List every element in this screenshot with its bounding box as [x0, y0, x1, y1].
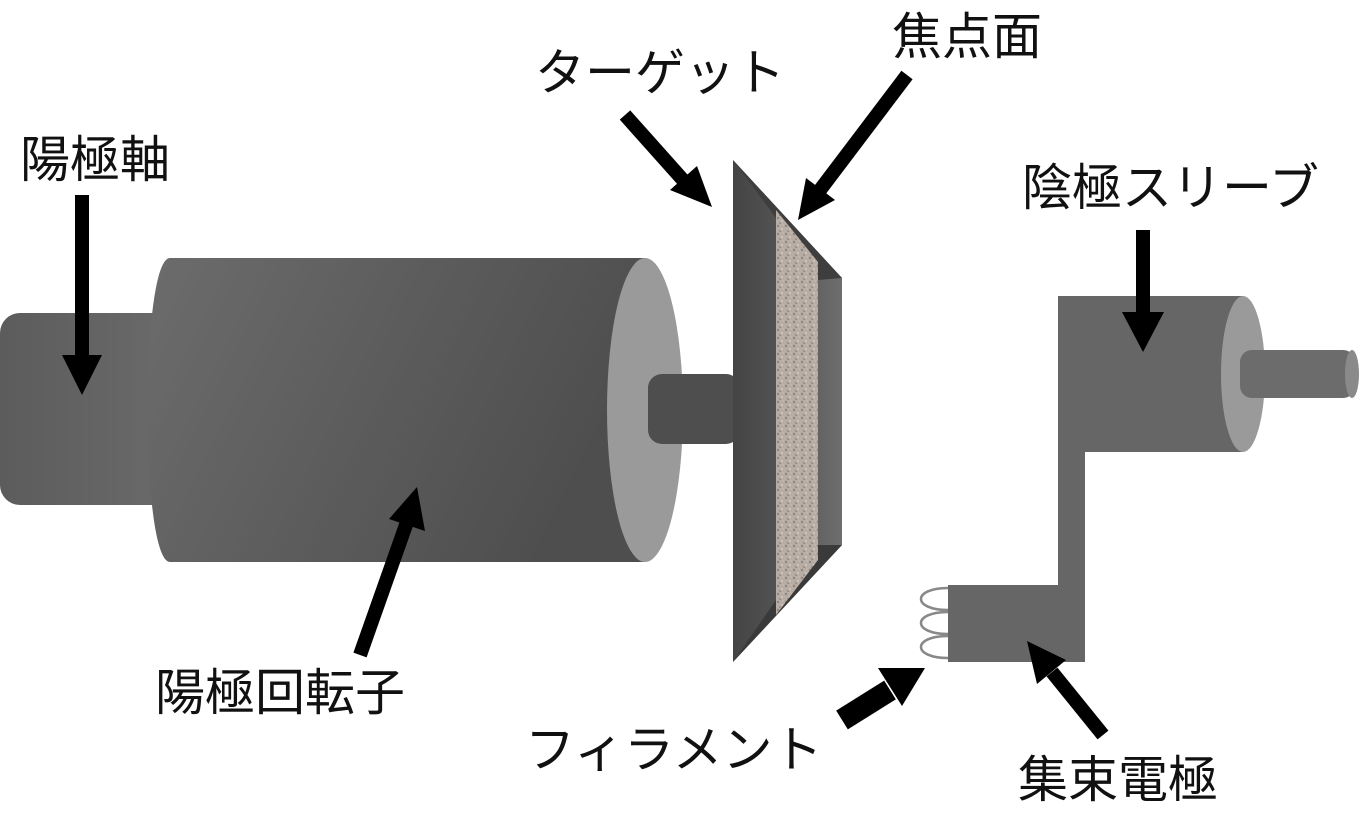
label-filament: フィラメント: [525, 721, 823, 779]
filament-coil: [919, 586, 949, 660]
arrow-focal-plane: [798, 70, 913, 220]
cathode-rod: [1240, 350, 1355, 398]
label-focal-plane: 焦点面: [892, 8, 1042, 66]
label-focusing-electrode: 集束電極: [1018, 751, 1218, 809]
focal-track: [776, 210, 818, 615]
target-disc: [733, 160, 842, 662]
arrow-anode-rotor: [353, 487, 425, 658]
arrow-filament: [836, 668, 925, 730]
label-anode-shaft: 陽極軸: [20, 131, 170, 189]
arrows: [62, 70, 1164, 740]
anode-shaft: [0, 313, 175, 505]
cathode-assembly: [948, 296, 1359, 662]
arrow-target: [619, 110, 712, 207]
arrow-cathode-sleeve: [1122, 230, 1164, 352]
arrow-anode-shaft: [62, 195, 102, 395]
rotor-spindle: [648, 374, 740, 444]
label-anode-rotor: 陽極回転子: [155, 664, 405, 722]
arrow-focusing-electrode: [1027, 641, 1109, 740]
label-cathode-sleeve: 陰極スリーブ: [1022, 159, 1319, 217]
anode-rotor: [147, 258, 683, 562]
label-target: ターゲット: [535, 44, 785, 102]
